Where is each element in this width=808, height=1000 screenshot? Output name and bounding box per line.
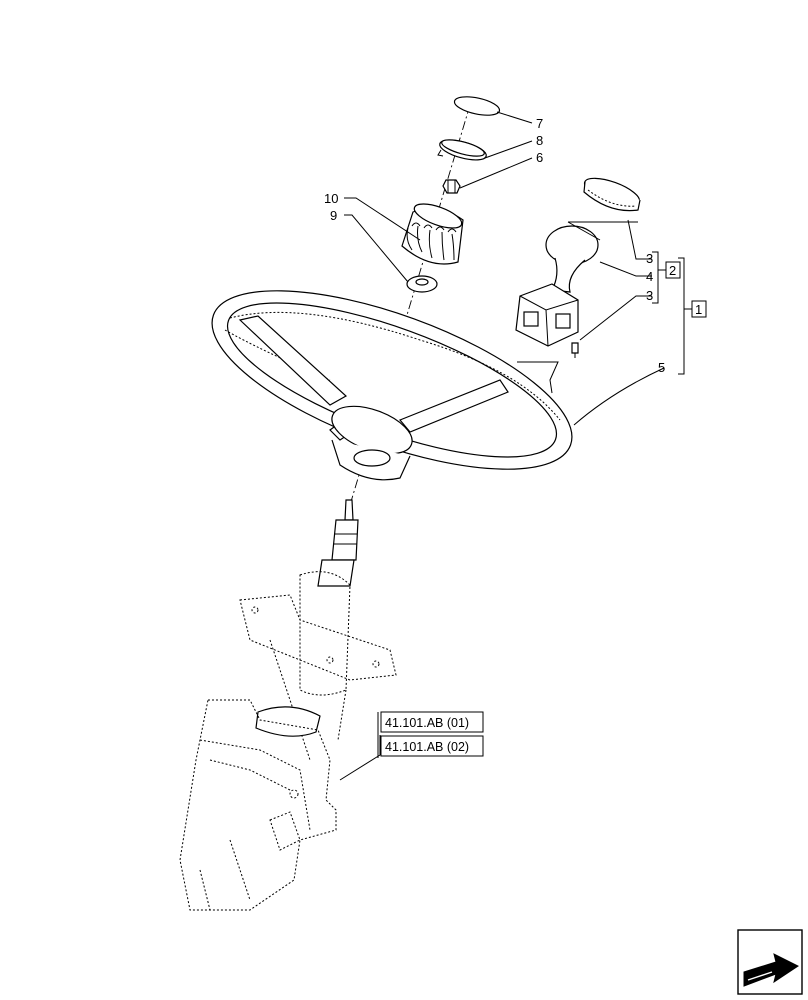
leader-lines <box>339 111 692 781</box>
reference-link-1[interactable]: 41.101.AB (01) <box>385 716 469 730</box>
part-10-hub-cover <box>401 203 464 265</box>
callout-1: 1 <box>695 302 702 317</box>
callouts: 7 8 6 10 9 3 4 3 5 2 1 <box>324 116 707 375</box>
callout-2: 2 <box>669 263 676 278</box>
steering-column <box>179 499 397 911</box>
callout-box-2 <box>665 261 681 279</box>
reference-link-2[interactable]: 41.101.AB (02) <box>385 740 469 754</box>
callout-7: 7 <box>536 116 543 131</box>
reference-box-2[interactable] <box>380 735 484 757</box>
part-7-cap <box>453 96 501 116</box>
callout-3-upper: 3 <box>646 251 653 266</box>
callout-3-lower: 3 <box>646 288 653 303</box>
reference-box-1[interactable] <box>380 711 484 733</box>
callout-9: 9 <box>330 208 337 223</box>
part-8-ring <box>437 139 487 161</box>
callout-4: 4 <box>646 269 653 284</box>
callout-6: 6 <box>536 150 543 165</box>
part-5-steering-wheel <box>211 290 573 481</box>
part-9-nut <box>406 275 438 293</box>
callout-box-1 <box>691 300 707 318</box>
cross-references: 41.101.AB (01) 41.101.AB (02) <box>377 711 484 758</box>
next-page-arrow-icon[interactable] <box>737 929 803 995</box>
part-6-nut <box>442 179 461 194</box>
callout-10: 10 <box>324 191 338 206</box>
callout-5: 5 <box>658 360 665 375</box>
spinner-knob-assembly <box>515 177 641 358</box>
callout-8: 8 <box>536 133 543 148</box>
